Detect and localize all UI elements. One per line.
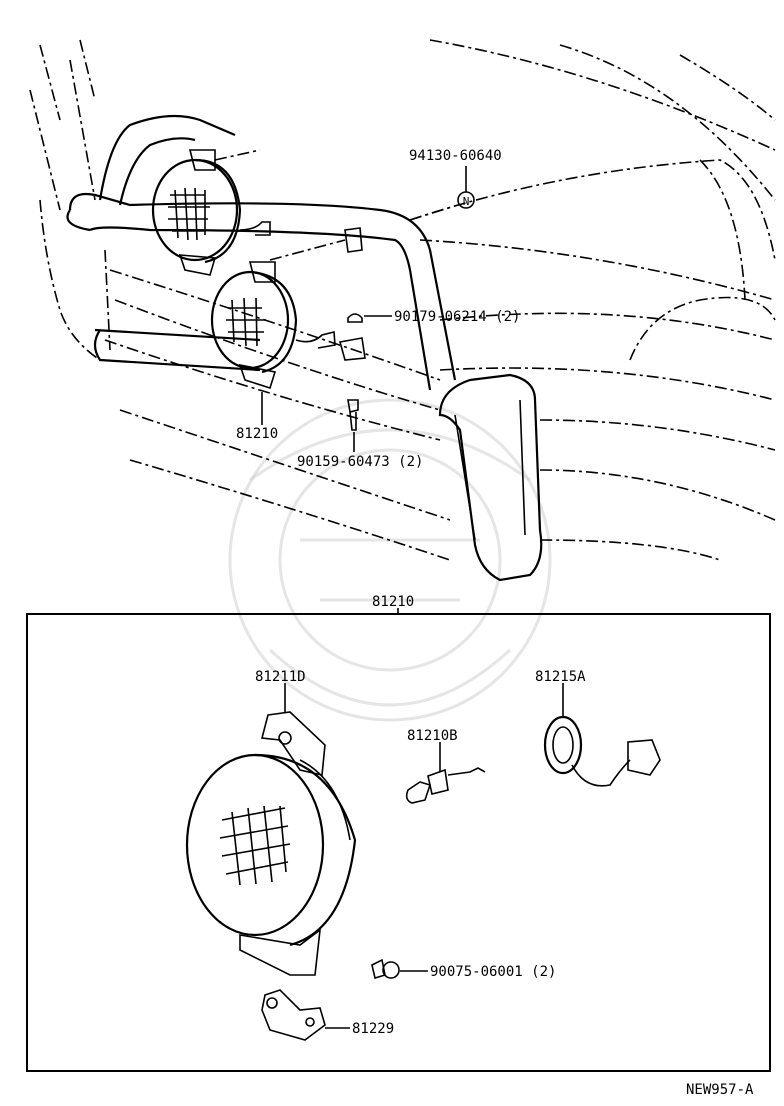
callout-clip-90179-06214[interactable]: 90179-06214 (2) [394, 309, 520, 325]
callout-bulb-81210b[interactable]: 81210B [407, 728, 458, 744]
callout-bracket-81229[interactable]: 81229 [352, 1021, 394, 1037]
screw-90075 [371, 958, 400, 980]
lamp-housing-81211d [185, 711, 357, 976]
callout-bolt-90159-60473[interactable]: 90159-60473 (2) [297, 454, 423, 470]
bolt-icon [347, 399, 359, 431]
watermark-emblem [228, 398, 552, 722]
nut-marker-text: N [463, 195, 470, 208]
upper-labels: 94130-60640 90179-06214 (2) 81210 90159-… [236, 148, 520, 470]
grille-guard [66, 114, 543, 582]
socket-81215a [543, 715, 661, 787]
callout-housing-81211d[interactable]: 81211D [255, 669, 306, 685]
box-leaders [284, 683, 564, 1029]
vehicle-outline [29, 39, 776, 561]
diagram-code: NEW957-A [686, 1082, 754, 1098]
bracket-81229 [261, 989, 326, 1041]
box-title-81210[interactable]: 81210 [372, 594, 414, 610]
upper-hardware: N [347, 191, 475, 431]
exploded-view-box: 81210 [26, 594, 771, 1072]
callout-screw-90075-06001[interactable]: 90075-06001 (2) [430, 964, 556, 980]
callout-nut-94130-60640[interactable]: 94130-60640 [409, 148, 502, 164]
clip-icon [347, 313, 363, 323]
upper-leaders [261, 166, 467, 452]
lower-fog-lamp [210, 149, 366, 390]
callout-lamp-assy-81210[interactable]: 81210 [236, 426, 278, 442]
box-labels: 81211D 81210B 81215A 90075-06001 (2) 812… [255, 669, 586, 1037]
bulb-81210b [405, 767, 486, 804]
callout-socket-81215a[interactable]: 81215A [535, 669, 586, 685]
upper-fog-lamp [151, 149, 271, 276]
